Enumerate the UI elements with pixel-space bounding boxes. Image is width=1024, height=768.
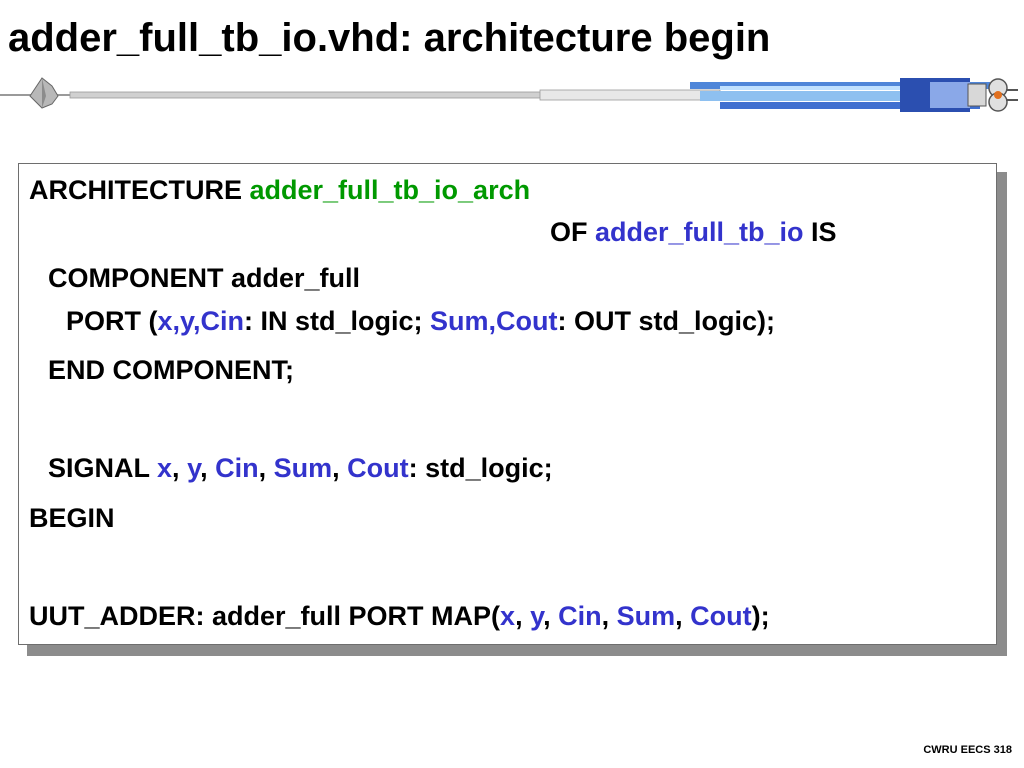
signal-cin: Cin [215, 453, 259, 483]
signal-cout: Cout [347, 453, 409, 483]
port-map-prefix: UUT_ADDER: adder_full PORT MAP( [29, 601, 501, 631]
signal-y: y [187, 453, 201, 483]
signal-type: : std_logic; [408, 453, 553, 483]
ship-nose-icon [967, 78, 1018, 112]
starship-emblem-icon [29, 77, 59, 109]
footer-label: CWRU EECS 318 [923, 744, 1012, 756]
engine-core [930, 82, 970, 108]
end-component: END COMPONENT; [48, 355, 295, 385]
signal-sum: Sum [273, 453, 333, 483]
keyword-architecture: ARCHITECTURE [29, 175, 250, 205]
slide-title: adder_full_tb_io.vhd: architecture begin [8, 16, 771, 60]
streak-light-top [720, 86, 970, 90]
separator: , [543, 601, 559, 631]
map-cout: Cout [690, 601, 752, 631]
port-map-end: ); [751, 601, 770, 631]
separator: , [200, 453, 216, 483]
component-declaration: COMPONENT adder_full [48, 263, 361, 293]
code-line-of-entity: OF adder_full_tb_io IS [550, 216, 837, 248]
keyword-signal: SIGNAL [48, 453, 158, 483]
keyword-port: PORT ( [66, 306, 158, 336]
port-inputs: x,y,Cin [157, 306, 245, 336]
separator: , [675, 601, 691, 631]
map-cin: Cin [558, 601, 602, 631]
signal-x: x [157, 453, 173, 483]
code-line-port-map: UUT_ADDER: adder_full PORT MAP(x, y, Cin… [29, 600, 770, 632]
header-decoration [0, 77, 1018, 112]
keyword-begin: BEGIN [29, 503, 115, 533]
map-sum: Sum [616, 601, 676, 631]
port-out-type: : OUT std_logic); [557, 306, 776, 336]
port-outputs: Sum,Cout [430, 306, 558, 336]
code-box [18, 163, 997, 645]
separator: , [258, 453, 274, 483]
code-line-architecture: ARCHITECTURE adder_full_tb_io_arch [29, 174, 530, 206]
entity-name: adder_full_tb_io [595, 217, 804, 247]
map-x: x [500, 601, 516, 631]
code-line-end-component: END COMPONENT; [48, 354, 294, 386]
code-line-begin: BEGIN [29, 502, 115, 534]
streak-mid [700, 91, 980, 101]
streak-blue-bottom [720, 102, 980, 109]
separator: , [172, 453, 188, 483]
separator: , [332, 453, 348, 483]
code-line-port: PORT (x,y,Cin: IN std_logic; Sum,Cout: O… [66, 305, 775, 337]
architecture-name: adder_full_tb_io_arch [249, 175, 531, 205]
code-line-signal: SIGNAL x, y, Cin, Sum, Cout: std_logic; [48, 452, 553, 484]
separator: , [601, 601, 617, 631]
keyword-is: IS [803, 217, 837, 247]
port-in-type: : IN std_logic; [244, 306, 431, 336]
pipe-grey [69, 91, 551, 99]
separator: , [515, 601, 531, 631]
code-line-component: COMPONENT adder_full [48, 262, 360, 294]
keyword-of: OF [550, 217, 595, 247]
pipe-light [539, 89, 721, 101]
map-y: y [530, 601, 544, 631]
streak-blue-top [690, 82, 990, 89]
